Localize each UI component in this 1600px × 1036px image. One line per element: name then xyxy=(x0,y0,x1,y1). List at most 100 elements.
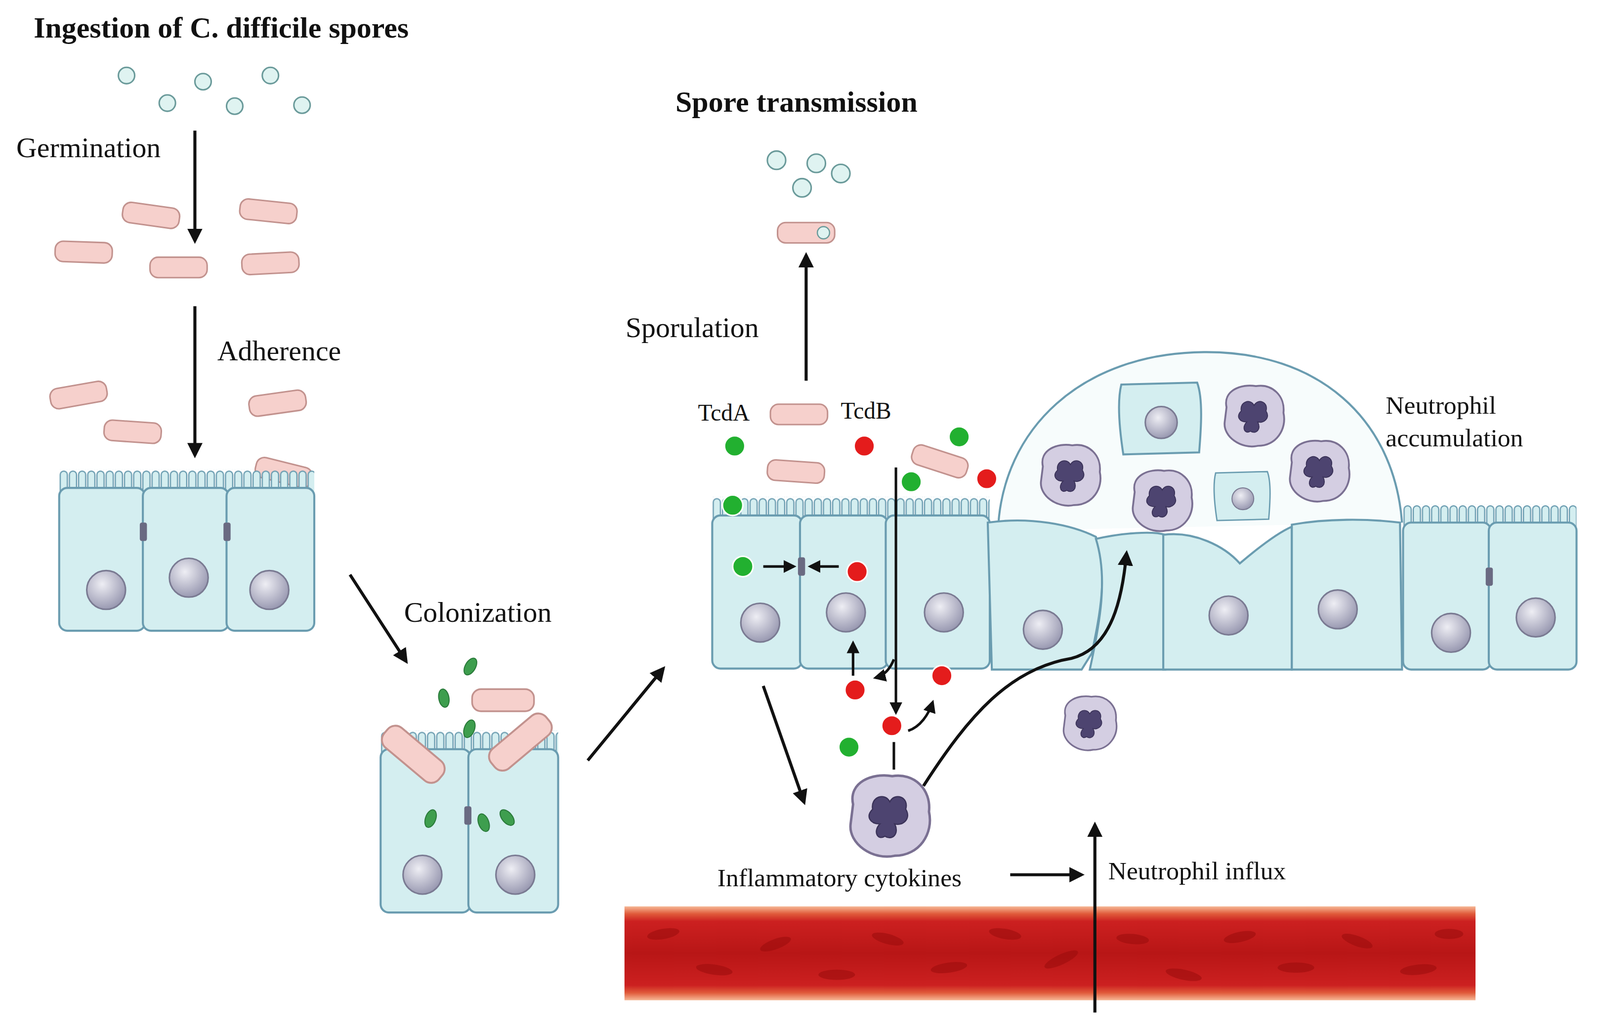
damaged-epithelium xyxy=(1318,589,1357,629)
blood-vessel xyxy=(646,926,681,942)
blood-vessel xyxy=(624,906,1476,1001)
epithelium xyxy=(169,558,209,597)
damaged-epithelium xyxy=(800,515,888,669)
vegetative-cells xyxy=(54,240,113,263)
neutrophil-accumulation-dome xyxy=(998,351,1403,531)
neutrophil-accumulation-dome xyxy=(1041,444,1101,506)
damaged-epithelium xyxy=(798,557,1493,587)
blood-vessel xyxy=(646,926,1464,984)
damaged-epithelium xyxy=(1402,522,1491,670)
blood-vessel xyxy=(1399,962,1437,977)
toxin-action-arrows xyxy=(875,659,894,678)
vegetative-cells xyxy=(241,251,300,275)
neutrophils xyxy=(850,696,1117,857)
germination-arrow xyxy=(193,130,197,241)
damaged-epithelium xyxy=(826,592,866,632)
blood-vessel xyxy=(695,961,733,977)
damaged-epithelium xyxy=(740,589,1556,653)
blood-vessel xyxy=(870,929,905,948)
damaged-epithelium xyxy=(1485,567,1493,586)
toxin-a xyxy=(722,495,743,516)
sporulating-cell xyxy=(777,222,836,243)
neutrophil-accumulation-dome xyxy=(1132,469,1193,531)
toxin-a xyxy=(900,471,922,492)
toxin-action-arrows xyxy=(763,467,1127,802)
colonized-epithelium xyxy=(380,749,558,913)
damaged-epithelium xyxy=(712,497,1577,670)
toxin-b xyxy=(931,665,952,686)
damaged-epithelium xyxy=(1023,610,1062,649)
bacteria xyxy=(766,459,826,484)
blood-vessel xyxy=(1164,965,1203,984)
stage-label: Sporulation xyxy=(625,310,759,345)
epithelium xyxy=(226,487,315,631)
toxin-action-arrows xyxy=(810,565,840,568)
blood-vessel xyxy=(624,906,1476,1001)
vegetative-cells xyxy=(121,201,181,230)
stage-label: Germination xyxy=(16,130,161,165)
stage-label: Neutrophil influx xyxy=(1108,855,1287,886)
flow-arrows xyxy=(1093,824,1097,1013)
colonized-epithelium xyxy=(468,749,559,913)
blood-vessel xyxy=(929,959,968,975)
colonized-epithelium xyxy=(461,717,478,739)
damaged-epithelium xyxy=(798,557,805,576)
damaged-epithelium xyxy=(1163,526,1292,670)
toxin-a xyxy=(724,435,745,457)
epithelium xyxy=(59,487,315,631)
colonized-epithelium xyxy=(496,854,535,894)
colonized-epithelium xyxy=(497,806,517,828)
spores xyxy=(118,67,135,84)
colonization-arrow xyxy=(349,574,407,662)
toxin-action-arrows xyxy=(763,565,795,568)
spores xyxy=(294,96,311,114)
toxin-action-arrows xyxy=(908,702,933,731)
spores xyxy=(118,67,311,115)
blood-vessel xyxy=(1115,932,1150,946)
vegetative-cells xyxy=(54,198,300,278)
neutrophil-accumulation-dome xyxy=(1224,385,1285,447)
damaged-epithelium xyxy=(1516,597,1556,637)
blood-vessel xyxy=(988,926,1023,942)
blood-vessel xyxy=(1277,962,1314,973)
damaged-epithelium xyxy=(1431,613,1471,652)
toxin-a xyxy=(732,555,754,577)
blood-vessel xyxy=(1434,928,1464,939)
released-spores xyxy=(831,164,850,183)
toxin-action-arrows xyxy=(763,685,805,802)
toxin-b xyxy=(844,435,998,736)
damaged-epithelium xyxy=(1488,522,1577,670)
toxin-b xyxy=(853,435,875,457)
adherence-arrow xyxy=(193,306,197,456)
toxin-a xyxy=(948,426,969,447)
toxin-b xyxy=(881,715,902,736)
colonized-epithelium xyxy=(403,854,535,894)
stage-label: Inflammatory cytokines xyxy=(717,862,962,893)
blood-vessel xyxy=(758,933,793,955)
damaged-epithelium xyxy=(924,592,964,632)
sporulation-arrow xyxy=(804,254,808,381)
spores xyxy=(226,97,243,115)
adhering-bacteria xyxy=(248,388,308,418)
vegetative-cells xyxy=(238,198,298,225)
epithelium xyxy=(139,522,231,541)
stage-label: TcdA xyxy=(697,398,750,427)
neutrophils xyxy=(1063,696,1117,751)
toxin-b xyxy=(846,561,868,582)
stage-label: Colonization xyxy=(404,594,552,630)
released-spores xyxy=(806,154,826,173)
epithelium xyxy=(250,570,289,609)
blood-vessel xyxy=(1222,928,1258,946)
neutrophil-accumulation-dome xyxy=(1289,440,1350,502)
colonized-epithelium xyxy=(403,854,442,894)
colonized-epithelium xyxy=(475,811,492,833)
toxin-b xyxy=(976,468,997,489)
colonized-epithelium xyxy=(422,655,517,833)
blood-vessel xyxy=(818,969,855,980)
toxin-action-arrows xyxy=(892,741,895,770)
blood-vessel xyxy=(1042,946,1081,972)
colonized-epithelium xyxy=(471,688,534,712)
toxin-action-arrows xyxy=(894,467,898,713)
damaged-epithelium xyxy=(987,520,1103,670)
colonized-epithelium xyxy=(464,805,472,825)
